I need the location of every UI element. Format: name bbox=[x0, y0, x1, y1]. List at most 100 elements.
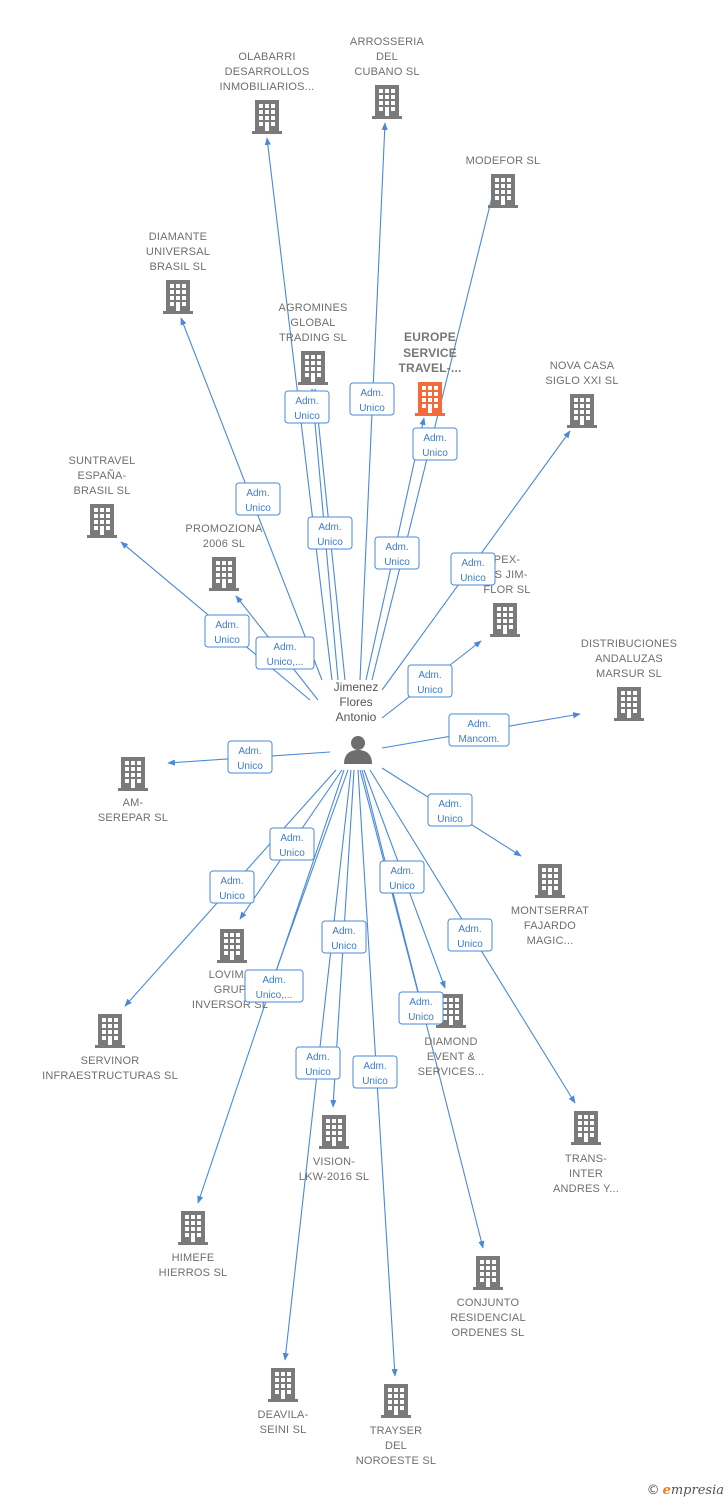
edge-label-text: Unico bbox=[279, 848, 305, 859]
edge-label-agromines2[interactable]: Adm.Unico bbox=[284, 390, 330, 424]
edge-label-box bbox=[427, 793, 473, 827]
edge-label-box bbox=[398, 991, 444, 1025]
edge-label-vision[interactable]: Adm.Unico bbox=[321, 920, 367, 954]
company-name-line: GRUP bbox=[214, 984, 247, 996]
person-name-line: Flores bbox=[339, 695, 372, 709]
edge-label-box bbox=[447, 918, 493, 952]
edge-label-diamond[interactable]: Adm.Unico bbox=[379, 860, 425, 894]
company-name-line: 2006 SL bbox=[203, 538, 245, 550]
company-name-line: TRAVEL-... bbox=[398, 361, 461, 375]
edge-label-text: Adm. bbox=[467, 719, 490, 730]
company-name-line: DISTRIBUCIONES bbox=[581, 638, 677, 650]
company-node-pex[interactable]: PEX-NS JIM-FLOR SL bbox=[483, 554, 530, 637]
empresia-credit: ©empresia bbox=[647, 1483, 724, 1498]
company-name-line: PEX- bbox=[494, 554, 521, 566]
edge-label-modefor[interactable]: Adm.Unico bbox=[374, 536, 420, 570]
edge-label-text: Adm. bbox=[461, 558, 484, 569]
edge-label-text: Adm. bbox=[273, 642, 296, 653]
company-name-line: DEAVILA- bbox=[258, 1409, 309, 1421]
edge-label-promoziona[interactable]: Adm. Unico,... bbox=[255, 636, 315, 670]
building-icon bbox=[163, 280, 193, 314]
edge-label-distribuciones[interactable]: Adm.Mancom. bbox=[448, 713, 510, 747]
edge-label-box bbox=[284, 390, 330, 424]
edge-label-olabarri[interactable]: Adm.Unico bbox=[235, 482, 281, 516]
edge-label-text: Unico bbox=[457, 939, 483, 950]
edge-label-text: Adm. bbox=[215, 620, 238, 631]
building-icon bbox=[95, 1014, 125, 1048]
edge-label-diamond2[interactable]: Adm.Unico bbox=[398, 991, 444, 1025]
company-name-line: NOROESTE SL bbox=[356, 1455, 436, 1467]
edge-label-text: Unico,... bbox=[267, 657, 304, 668]
building-icon bbox=[298, 351, 328, 385]
edge-label-text: Unico bbox=[294, 411, 320, 422]
edge-label-trayser[interactable]: Adm.Unico bbox=[352, 1055, 398, 1089]
building-icon bbox=[372, 85, 402, 119]
company-name-line: AGROMINES bbox=[278, 302, 347, 314]
edge-label-suntravel[interactable]: Adm.Unico bbox=[204, 614, 250, 648]
edge-label-amserepar[interactable]: Adm.Unico bbox=[227, 740, 273, 774]
company-name-line: ANDRES Y... bbox=[553, 1183, 619, 1195]
edge-label-text: Unico bbox=[437, 814, 463, 825]
company-node-deavila[interactable]: DEAVILA- SEINI SL bbox=[258, 1368, 309, 1436]
edge-label-box bbox=[244, 969, 304, 1003]
company-name-line: HIMEFE bbox=[172, 1252, 215, 1264]
building-icon bbox=[217, 929, 247, 963]
company-name-line: SERVICES... bbox=[418, 1066, 485, 1078]
company-name-line: SERVICE bbox=[403, 346, 457, 360]
edge-label-arrosseria[interactable]: Adm.Unico bbox=[349, 382, 395, 416]
company-name-line: EVENT & bbox=[427, 1051, 476, 1063]
building-icon bbox=[252, 100, 282, 134]
company-name-line: DEL bbox=[376, 51, 398, 63]
center-person-node[interactable]: Jimenez Flores Antonio bbox=[334, 680, 379, 764]
edge-label-lovima[interactable]: Adm.Unico bbox=[269, 827, 315, 861]
edge-label-servinor[interactable]: Adm.Unico bbox=[209, 870, 255, 904]
edge-label-agromines[interactable]: Adm.Unico bbox=[307, 516, 353, 550]
edge-label-lovima2[interactable]: Adm.Unico,... bbox=[244, 969, 304, 1003]
building-icon bbox=[488, 174, 518, 208]
edge-label-box bbox=[321, 920, 367, 954]
edge-label-montserrat[interactable]: Adm.Unico bbox=[427, 793, 473, 827]
company-name-line: ANDALUZAS bbox=[595, 653, 663, 665]
company-name-line: FAJARDO bbox=[524, 920, 576, 932]
company-name-line: ORDENES SL bbox=[452, 1327, 525, 1339]
edge-label-himefe[interactable]: Adm.Unico bbox=[295, 1046, 341, 1080]
edge-label-novacasa[interactable]: Adm.Unico bbox=[450, 552, 496, 586]
company-node-europe[interactable]: EUROPE SERVICETRAVEL-... bbox=[398, 330, 461, 416]
company-node-amserepar[interactable]: AM-SEREPAR SL bbox=[98, 757, 168, 824]
edge-label-text: Adm. bbox=[238, 746, 261, 757]
edge-label-box bbox=[209, 870, 255, 904]
edge-label-pex[interactable]: Adm.Unico bbox=[407, 664, 453, 698]
edge-label-text: Unico bbox=[331, 941, 357, 952]
edge-label-box bbox=[412, 427, 458, 461]
company-name-line: MAGIC... bbox=[527, 935, 574, 947]
company-name-line: TRADING SL bbox=[279, 332, 347, 344]
company-name-line: DIAMANTE bbox=[149, 231, 207, 243]
company-name-line: EUROPE bbox=[404, 330, 456, 344]
edge-label-transinter[interactable]: Adm.Unico bbox=[447, 918, 493, 952]
company-name-line: SEINI SL bbox=[260, 1424, 307, 1436]
company-name-line: INMOBILIARIOS... bbox=[220, 81, 315, 93]
edge-label-text: Unico,... bbox=[256, 990, 293, 1001]
building-icon bbox=[268, 1368, 298, 1402]
company-node-montserrat[interactable]: MONTSERRATFAJARDOMAGIC... bbox=[511, 864, 589, 947]
company-node-vision[interactable]: VISION-LKW-2016 SL bbox=[299, 1115, 369, 1183]
company-name-line: BRASIL SL bbox=[73, 485, 130, 497]
edge-label-europe[interactable]: Adm.Unico bbox=[412, 427, 458, 461]
company-node-modefor[interactable]: MODEFOR SL bbox=[466, 155, 541, 208]
company-node-olabarri[interactable]: OLABARRIDESARROLLOSINMOBILIARIOS... bbox=[220, 51, 315, 134]
